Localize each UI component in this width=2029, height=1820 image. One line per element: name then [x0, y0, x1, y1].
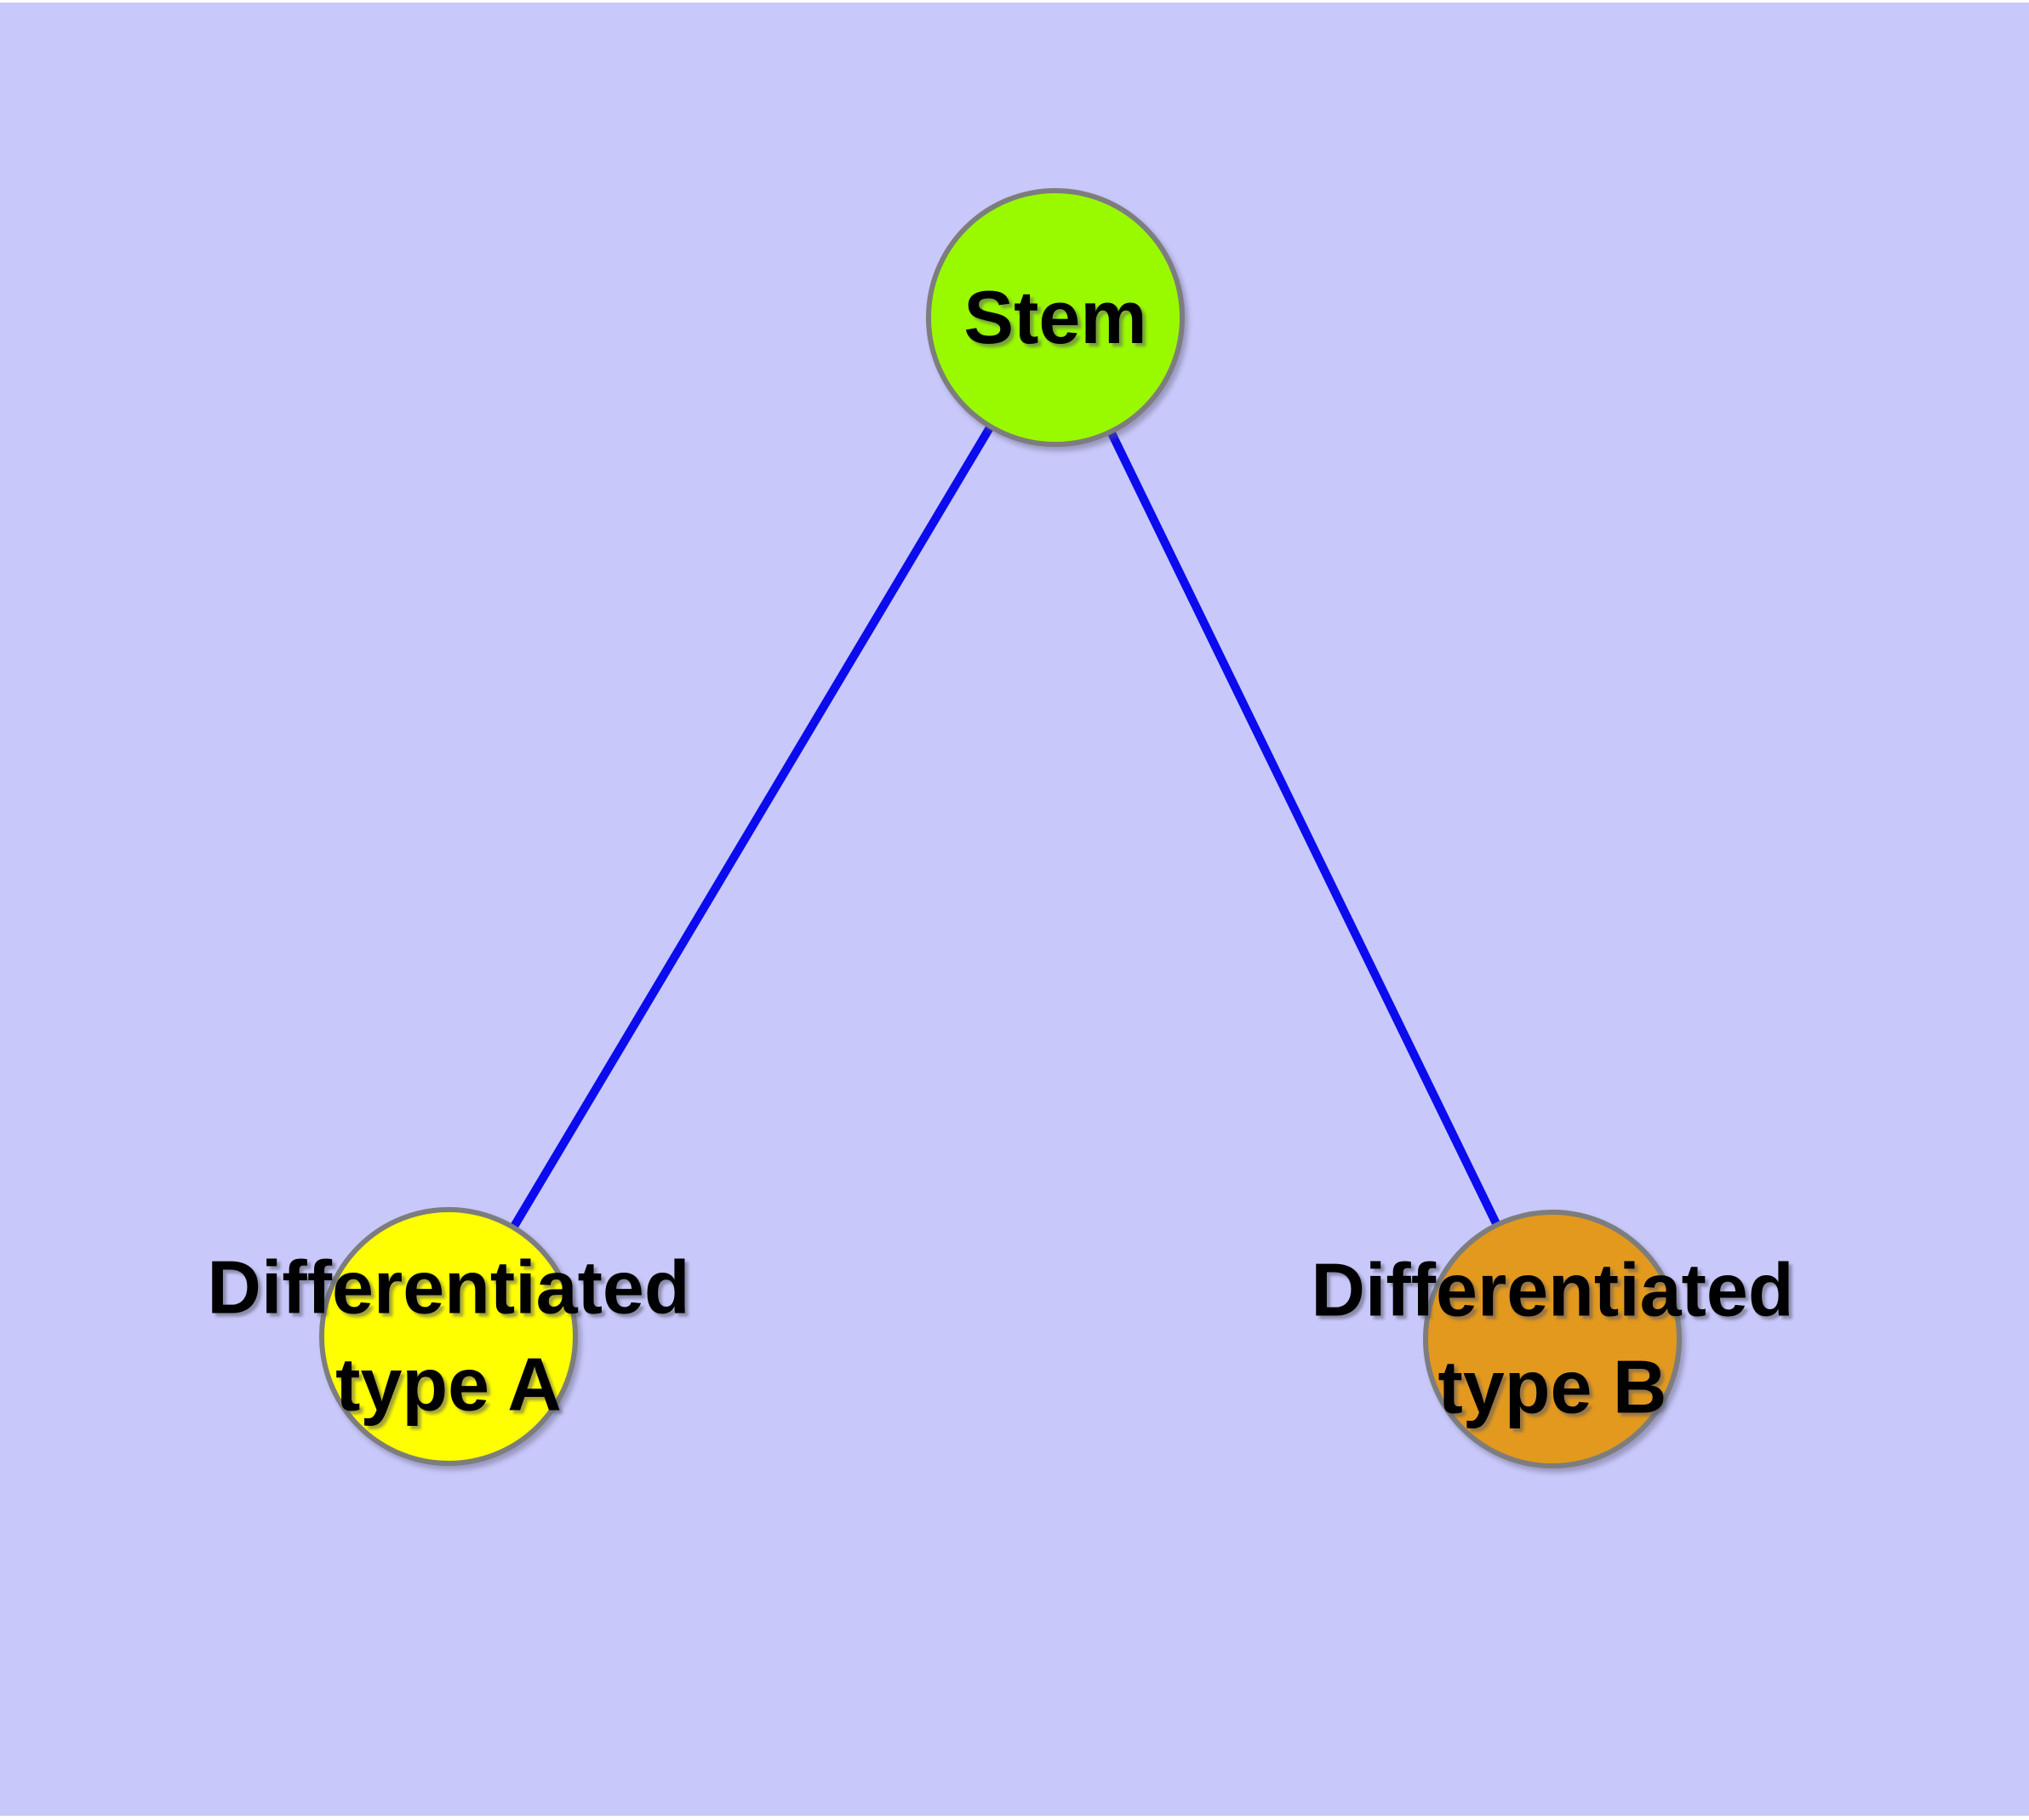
node-differentiated-type-b[interactable]: Differentiated type B: [1311, 1210, 1794, 1468]
edge-stem-to-type-a: [444, 315, 1060, 1339]
edge-layer: [444, 315, 1557, 1342]
node-differentiated-type-a[interactable]: Differentiated type A: [207, 1207, 690, 1466]
node-stem-label: Stem: [963, 274, 1147, 359]
edge-stem-to-type-b: [1051, 315, 1557, 1342]
diagram-canvas: Stem Differentiated type A Differentiate…: [0, 3, 2029, 1816]
node-stem[interactable]: Stem: [926, 188, 1185, 447]
